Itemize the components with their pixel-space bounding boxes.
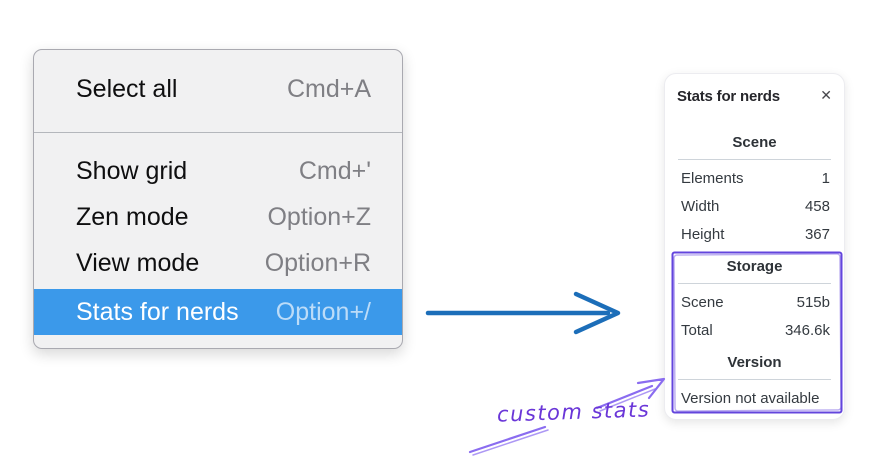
menu-divider	[34, 132, 402, 133]
context-menu: Select all Cmd+A Show grid Cmd+' Zen mod…	[33, 49, 403, 349]
panel-title: Stats for nerds	[677, 87, 780, 105]
section-divider	[678, 283, 831, 284]
stat-label: Width	[681, 197, 720, 215]
section-heading-version: Version	[727, 354, 782, 371]
panel-header: Stats for nerds ✕	[677, 86, 832, 106]
close-icon[interactable]: ✕	[820, 88, 832, 104]
menu-item-stats-for-nerds[interactable]: Stats for nerds Option+/	[34, 289, 402, 335]
section-divider	[678, 379, 831, 380]
menu-item-select-all[interactable]: Select all Cmd+A	[34, 66, 402, 112]
stat-value: 367	[804, 225, 830, 243]
stat-label: Height	[681, 225, 725, 243]
stat-row-height: Height 367	[677, 220, 832, 248]
section-heading-scene: Scene	[732, 134, 777, 151]
menu-item-label: View mode	[76, 248, 200, 277]
stat-value: 458	[804, 197, 830, 215]
stats-for-nerds-panel: Stats for nerds ✕ Scene Elements 1 Width…	[664, 73, 845, 420]
flow-arrow	[425, 291, 621, 335]
stat-row-total-storage: Total 346.6k	[677, 316, 832, 344]
menu-item-show-grid[interactable]: Show grid Cmd+'	[34, 148, 402, 194]
stat-label: Scene	[681, 293, 724, 311]
stat-value: 1	[821, 169, 830, 187]
version-note: Version not available	[681, 389, 820, 407]
section-heading-storage: Storage	[726, 258, 783, 275]
menu-item-label: Stats for nerds	[76, 297, 239, 326]
annotation-label: custom stats	[496, 397, 651, 427]
stat-row-elements: Elements 1	[677, 164, 832, 192]
menu-item-shortcut: Option+Z	[267, 202, 371, 231]
menu-item-shortcut: Cmd+'	[298, 156, 371, 185]
menu-item-label: Select all	[76, 74, 178, 103]
menu-item-shortcut: Option+/	[275, 297, 371, 326]
stat-value: 515b	[796, 293, 830, 311]
stat-value: 346.6k	[784, 321, 830, 339]
stat-label: Total	[681, 321, 713, 339]
section-divider	[678, 159, 831, 160]
stat-row-scene-storage: Scene 515b	[677, 288, 832, 316]
menu-item-view-mode[interactable]: View mode Option+R	[34, 240, 402, 286]
menu-item-label: Zen mode	[76, 202, 189, 231]
stat-label: Elements	[681, 169, 744, 187]
stat-row-width: Width 458	[677, 192, 832, 220]
menu-item-label: Show grid	[76, 156, 188, 185]
menu-item-shortcut: Cmd+A	[286, 74, 371, 103]
menu-item-shortcut: Option+R	[264, 248, 371, 277]
menu-item-zen-mode[interactable]: Zen mode Option+Z	[34, 194, 402, 240]
